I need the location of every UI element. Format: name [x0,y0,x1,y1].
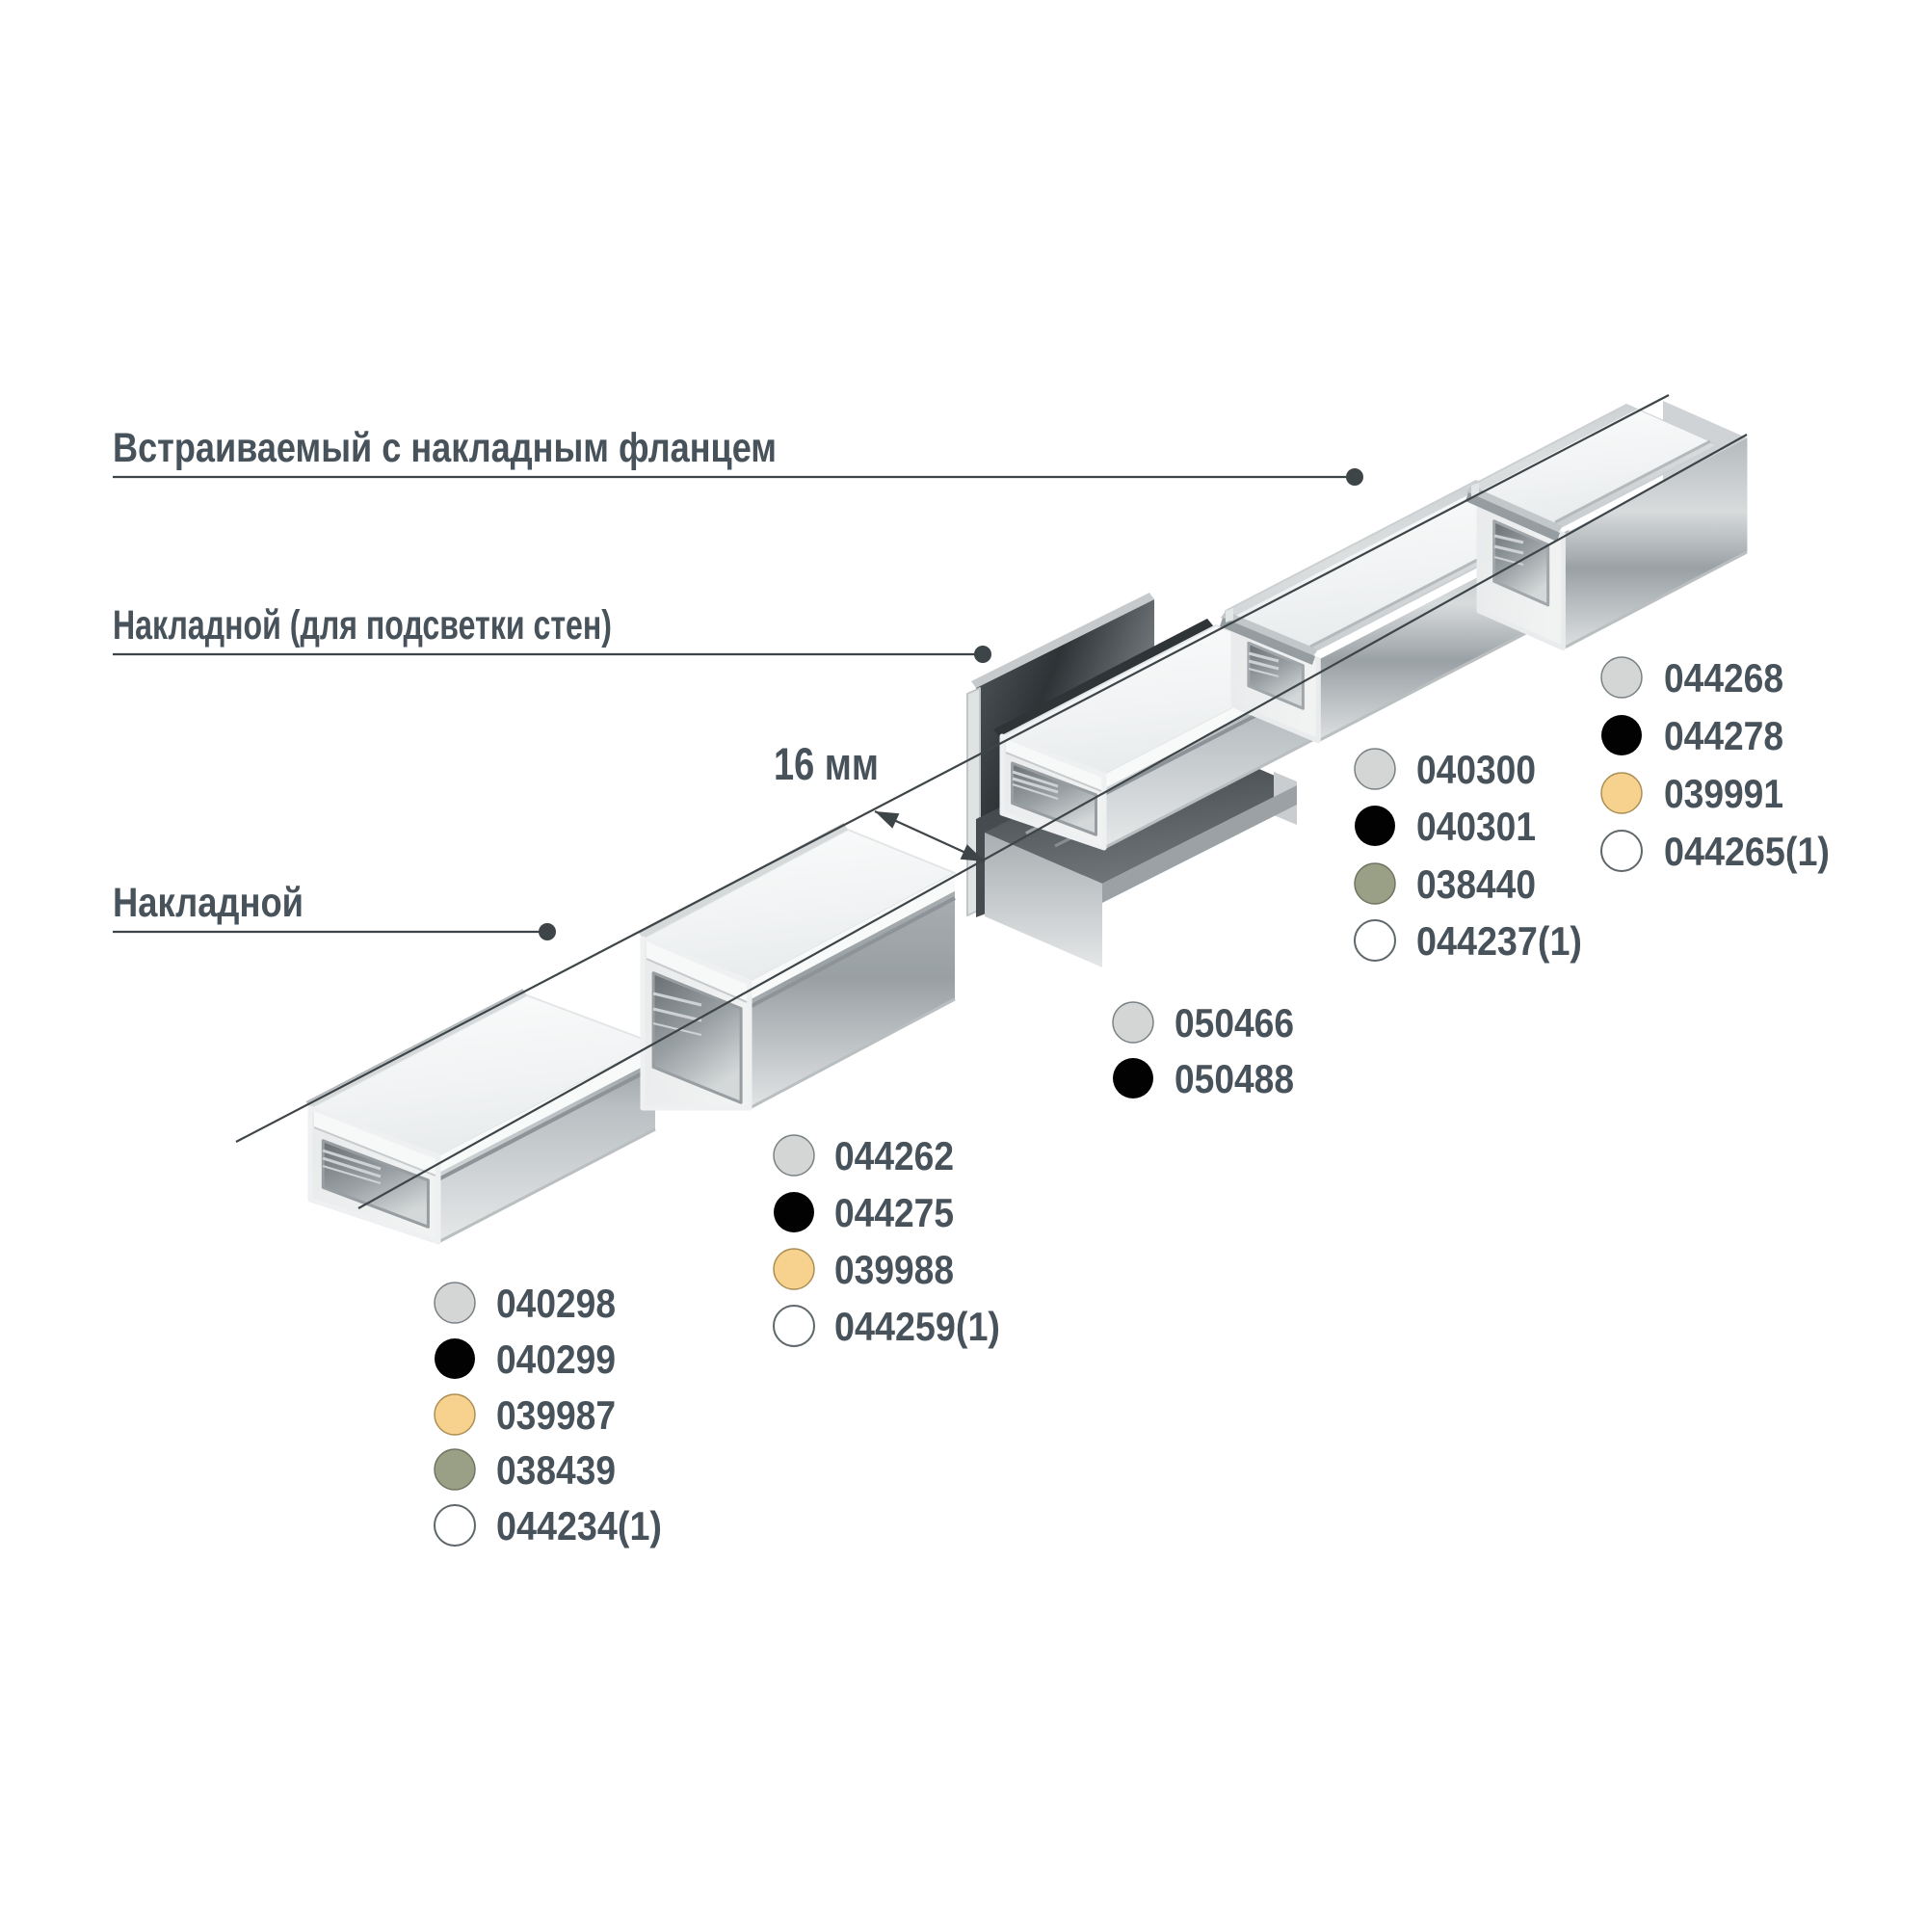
svg-text:044275: 044275 [834,1190,954,1235]
svg-text:044262: 044262 [834,1133,954,1178]
svg-text:044265(1): 044265(1) [1664,829,1830,874]
svg-text:040301: 040301 [1416,804,1536,849]
svg-text:16 мм: 16 мм [774,738,879,789]
svg-text:044237(1): 044237(1) [1416,918,1582,964]
svg-text:044234(1): 044234(1) [496,1503,662,1548]
svg-text:039991: 039991 [1664,771,1783,816]
svg-text:044268: 044268 [1664,655,1783,701]
svg-text:050466: 050466 [1175,1000,1294,1045]
svg-text:040299: 040299 [496,1337,616,1382]
svg-text:044278: 044278 [1664,713,1783,758]
svg-text:050488: 050488 [1175,1056,1294,1101]
svg-text:Встраиваемый с накладным фланц: Встраиваемый с накладным фланцем [113,425,777,471]
svg-text:039988: 039988 [834,1247,954,1292]
svg-text:038440: 038440 [1416,861,1536,907]
svg-text:038439: 038439 [496,1447,616,1493]
svg-text:039987: 039987 [496,1392,616,1438]
svg-text:Накладной: Накладной [113,880,304,926]
svg-text:040298: 040298 [496,1281,616,1326]
svg-text:040300: 040300 [1416,747,1536,792]
svg-text:Накладной (для подсветки стен): Накладной (для подсветки стен) [113,602,612,648]
svg-text:044259(1): 044259(1) [834,1304,1000,1349]
